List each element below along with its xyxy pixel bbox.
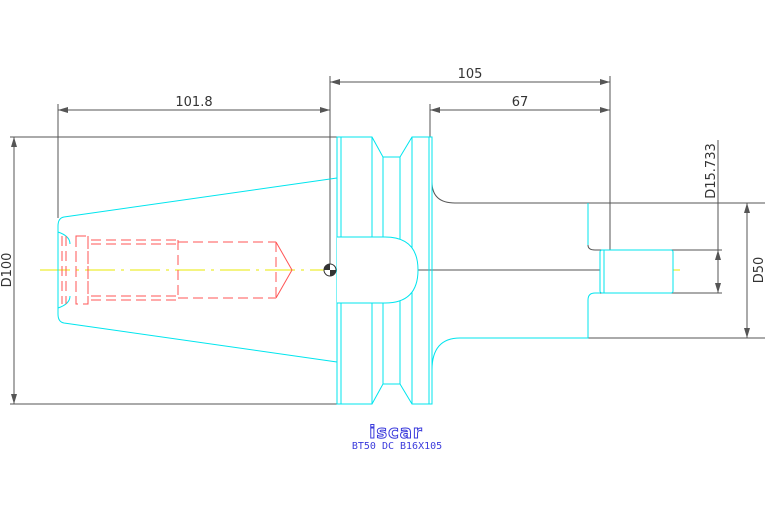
arrowheads: [11, 79, 750, 404]
hidden-bore: [61, 235, 293, 305]
dimension-lines: [10, 76, 765, 405]
dim-bore-diameter: D15.733: [704, 143, 719, 199]
part-outline: [57, 136, 674, 405]
dim-body-diameter: D50: [752, 257, 767, 284]
dim-overall-length: 105: [458, 67, 483, 82]
dim-flange-diameter: D100: [0, 253, 15, 288]
part-caption: BT50 DC B16X105: [352, 441, 442, 452]
brand-logo: iscar: [369, 422, 423, 443]
dim-projection-length: 67: [512, 95, 529, 110]
dim-taper-length: 101.8: [175, 95, 212, 110]
origin-marker: [323, 263, 337, 277]
